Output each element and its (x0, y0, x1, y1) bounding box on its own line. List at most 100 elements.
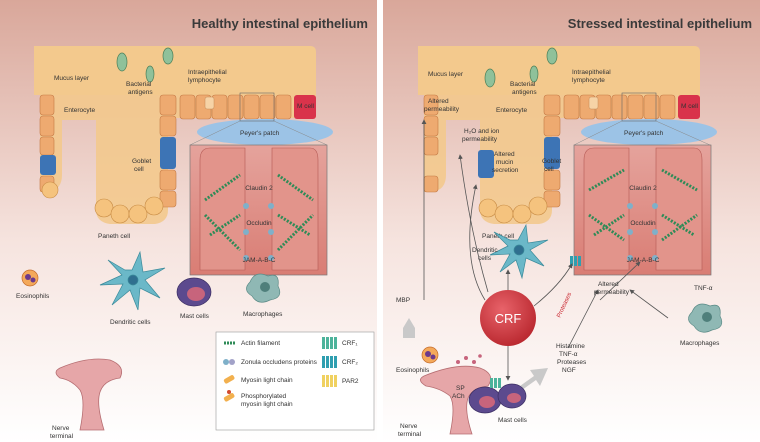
intraepithelial-lymphocyte-right (588, 96, 599, 110)
paneth-cells (41, 181, 164, 224)
eosinophil-cell (21, 269, 39, 287)
bacterial-antigens (116, 47, 174, 83)
enterocyte-label-left: Enterocyte (64, 107, 95, 114)
dendritic-cell (99, 250, 166, 311)
myosin-light-chain-icon (223, 375, 235, 384)
legend-label-5: CRF₂ (342, 359, 358, 366)
enterocyte-row-right (563, 94, 676, 120)
crf1-receptor-icon (322, 337, 337, 349)
legend-label-0: Actin filament (241, 340, 280, 347)
mucus-label-left: Mucus layer (54, 75, 90, 82)
eosinophils-label-left: Eosinophils (16, 293, 50, 300)
mast-label-right: Mast cells (498, 417, 528, 424)
m-cell (294, 95, 316, 119)
crf-label: CRF (495, 311, 522, 326)
m-cell-right (678, 95, 700, 119)
par2-receptor-icon (322, 375, 337, 387)
paneth-label-left: Paneth cell (98, 233, 131, 240)
zoom-source-box (239, 92, 275, 122)
crypt-cells-right (423, 94, 561, 208)
jam-label-right: JAM-A-B-C (627, 257, 660, 264)
goblet-cell-right (160, 137, 176, 169)
mediator-out-arrow (520, 368, 548, 390)
occludin-label-left: Occludin (246, 220, 272, 227)
occludin-label-right: Occludin (630, 220, 656, 227)
intraepithelial-lymphocyte (204, 96, 215, 110)
crf-node (480, 290, 536, 346)
tnf-label: TNF-α (694, 285, 713, 292)
peyers-label-left: Peyer's patch (240, 130, 280, 137)
nerve-terminal-right (420, 365, 492, 435)
zonula-occludens-left (243, 203, 274, 261)
crypt-mucus (40, 95, 316, 224)
mcell-label-left: M cell (297, 103, 315, 110)
dendritic-cell-right (489, 223, 549, 280)
legend-label-1: Zonula occludens proteins (241, 359, 318, 366)
eosinophil-cell-right (421, 346, 439, 364)
legend-label-2: Myosin light chain (241, 377, 293, 384)
zoom-source-box-right (621, 92, 657, 122)
macrophage-cell (246, 273, 281, 303)
mast-label-left: Mast cells (180, 313, 210, 320)
peyers-label-right: Peyer's patch (624, 130, 664, 137)
crf-receptor-on-inset (570, 256, 581, 266)
enterocyte-label-right: Enterocyte (496, 107, 527, 114)
actin-filaments-right (588, 168, 698, 242)
mast-cell (176, 277, 212, 307)
macrophages-label-left: Macrophages (243, 311, 283, 318)
signaling-arrows (421, 119, 669, 381)
crypt-mucus-right (424, 95, 700, 224)
mast-cells-right (468, 383, 527, 414)
crypt-cells (39, 94, 177, 208)
jam-label-left: JAM-A-B-C (243, 257, 276, 264)
zonula-occludens-right (627, 203, 658, 261)
neurotransmitter-vesicles (456, 354, 482, 364)
dendritic-label-left: Dendritic cells (110, 319, 151, 326)
goblet-cell-right-b (544, 137, 560, 169)
paneth-cells-right (478, 196, 548, 224)
actin-filaments-left (203, 173, 315, 252)
enterocyte-row (179, 94, 292, 120)
macrophages-label-right: Macrophages (680, 340, 720, 347)
goblet-cell-right-a (478, 150, 494, 178)
phosphorylated-myosin-icon (223, 390, 235, 402)
macrophage-cell-right (688, 303, 723, 333)
crf-receptor-on-mast (490, 378, 501, 388)
claudin-label-left: Claudin 2 (245, 185, 273, 192)
crf2-receptor-icon (322, 356, 337, 368)
goblet-cell-left (40, 155, 56, 175)
nerve-terminal-left (55, 358, 123, 431)
mcell-label-right: M cell (681, 103, 699, 110)
peyers-patch-right (581, 119, 717, 145)
mbp-up-arrow (403, 318, 415, 338)
eosinophils-label-right: Eosinophils (396, 367, 430, 374)
claudin-label-right: Claudin 2 (629, 185, 657, 192)
bacterial-antigens-right (484, 47, 558, 88)
mucus-label-right: Mucus layer (428, 71, 464, 78)
legend-label-6: PAR2 (342, 378, 359, 385)
mbp-label: MBP (396, 297, 410, 304)
left-panel: Healthy intestinal epithelium (0, 0, 377, 442)
left-panel-title: Healthy intestinal epithelium (192, 16, 368, 31)
zonula-occludens-icon (223, 359, 235, 365)
legend-label-4: CRF₁ (342, 340, 358, 347)
mucus-layer (34, 46, 316, 95)
